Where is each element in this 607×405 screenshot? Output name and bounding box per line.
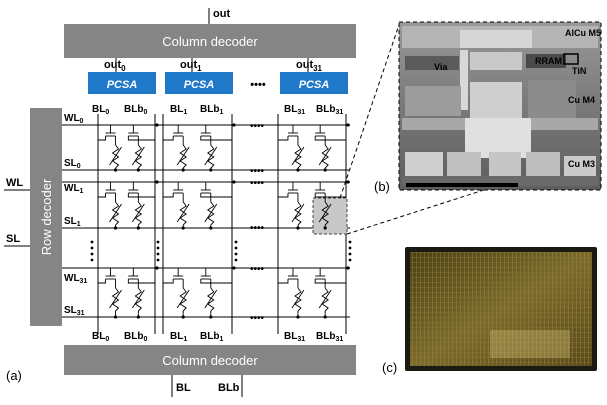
wl-node-r2-c0 [155,266,159,270]
zoom-line-top [339,21,401,199]
sem-image [398,21,602,191]
blb-0-bottom-label: BLb0 [124,331,147,343]
sl-31-label: SL31 [64,305,85,317]
cell-r1-c1-branch-0 [163,182,190,230]
wl-node-r0-c0 [155,123,159,127]
die-photo [405,247,597,371]
wl-node-r2-c1 [232,266,236,270]
wl-node-r1-c2 [346,180,350,184]
bl-bottom-input-label: BL [176,382,191,394]
wl-node-r2-c2 [346,266,350,270]
row-decoder-label: Row decoder [39,178,54,255]
blb-31-label: BLb31 [316,104,343,116]
svg-text:out31: out31 [296,59,323,73]
column-decoder-bottom-label: Column decoder [162,353,258,368]
rram-label: RRAM [535,56,562,66]
bl-0-label: BL0 [92,104,109,116]
wl-node-r1-c0 [155,180,159,184]
column-ellipsis-row1-a: •••• [250,178,265,189]
out-31-label: out31 [296,59,323,73]
row-ellipsis [90,240,352,262]
pcsa-block-31 [280,72,348,94]
bitline-wires [97,114,347,334]
pcsa-label-31: PCSA [299,79,330,91]
wl-node-r0-c1 [232,123,236,127]
column-ellipsis-row1-b: •••• [250,223,265,234]
cell-r2-c2-branch-0 [278,268,305,319]
row-decoder [30,108,62,326]
pcsa-block-0 [88,72,156,94]
pcsa-label-0: PCSA [107,79,138,91]
blb-bottom-input-label: BLb [218,382,240,394]
column-decoder-top [64,24,356,58]
cell-r2-c0-branch-1 [127,268,155,319]
wl-0-label: WL0 [64,113,84,125]
wl-node-r1-c1 [232,180,236,184]
cell-r0-c2-branch-0 [278,125,305,172]
panel-label-b: (b) [374,179,390,194]
cell-r1-c0-branch-1 [127,182,155,230]
panel-label-c: (c) [382,360,397,375]
bl-0-bottom-label: BL0 [92,331,109,343]
cell-r2-c1-branch-1 [200,268,232,319]
panel-label-a: (a) [6,368,22,383]
bl-31-label: BL31 [284,104,305,116]
column-ellipsis-row0-b: •••• [250,166,265,177]
column-ellipsis-row0-a: •••• [250,121,265,132]
cell-r0-c2-branch-1 [314,125,346,172]
zoom-line-bottom [346,187,491,235]
pcsa-label-1: PCSA [184,79,215,91]
blb-1-label: BLb1 [200,104,223,116]
blb-0-label: BLb0 [124,104,147,116]
cu-m3-label: Cu M3 [568,159,595,169]
sl-0-label: SL0 [64,158,81,170]
sl-input-label: SL [6,233,20,245]
cell-r2-c2-branch-1 [314,268,346,319]
cell-r1-c2-branch-0 [278,182,305,230]
cell-r2-c0-branch-0 [98,268,122,319]
cu-m4-label: Cu M4 [568,95,595,105]
via-label: Via [434,62,448,72]
blb-31-bottom-label: BLb31 [316,331,343,343]
cell-r0-c1-branch-0 [163,125,190,172]
highlighted-cell [312,197,348,235]
cell-r1-c2-branch-1 [314,182,346,230]
column-ellipsis-row31-b: •••• [250,313,265,324]
out-label: out [213,8,230,20]
cell-r0-c0-branch-0 [98,125,122,172]
out-0-label: out0 [104,59,126,73]
blb-1-bottom-label: BLb1 [200,331,223,343]
svg-text:out1: out1 [180,59,202,73]
cell-r1-c1-branch-1 [200,182,232,230]
pcsa-ellipsis: •••• [250,79,266,91]
pcsa-block-1 [165,72,233,94]
wl-31-label: WL31 [64,273,87,285]
column-ellipsis-row31-a: •••• [250,264,265,275]
svg-text:out0: out0 [104,59,126,73]
cell-r0-c1-branch-1 [200,125,232,172]
sl-1-label: SL1 [64,216,81,228]
rram-cells [98,123,350,319]
column-decoder-bottom [64,345,356,375]
cell-r1-c0-branch-0 [98,182,122,230]
wl-input-label: WL [6,177,23,189]
column-decoder-top-label: Column decoder [162,34,258,49]
wl-node-r0-c2 [346,123,350,127]
alcu-m5-label: AlCu M5 [565,28,601,38]
tin-label: TiN [572,66,586,76]
cell-r2-c1-branch-0 [163,268,190,319]
bl-31-bottom-label: BL31 [284,331,305,343]
out-1-label: out1 [180,59,202,73]
bl-1-label: BL1 [170,104,187,116]
cell-r0-c0-branch-1 [127,125,155,172]
wl-1-label: WL1 [64,183,84,195]
bl-1-bottom-label: BL1 [170,331,187,343]
